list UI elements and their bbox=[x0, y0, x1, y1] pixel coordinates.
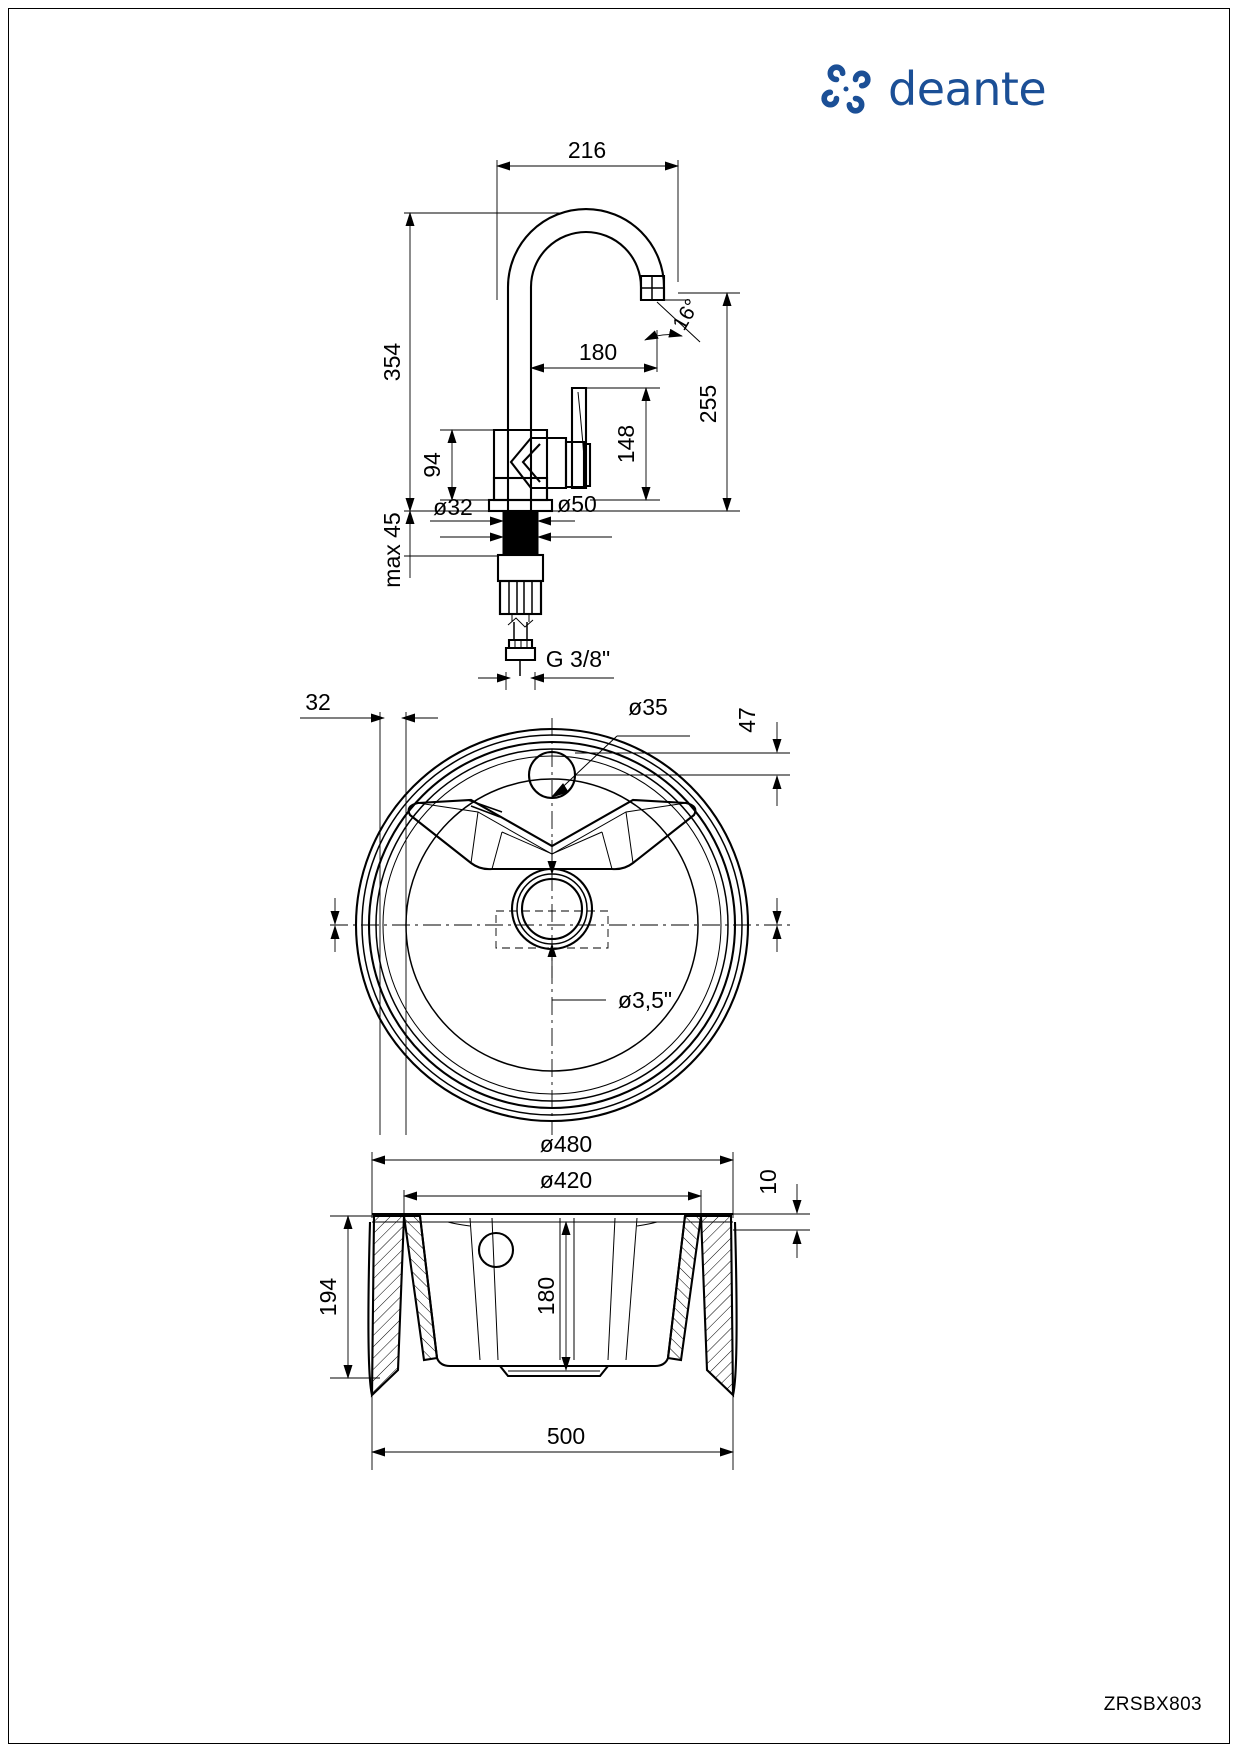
dim-10-label: 10 bbox=[755, 1169, 781, 1195]
dim-16deg-label: 16° bbox=[668, 295, 704, 334]
view-sink-top: 32 ø35 47 ø3,5" bbox=[300, 689, 790, 1135]
dim-o35inch-label: ø3,5" bbox=[618, 987, 672, 1013]
view-faucet-elevation: 216 354 180 16° 255 148 bbox=[379, 137, 740, 690]
dim-194-label: 194 bbox=[315, 1278, 341, 1317]
dim-216-label: 216 bbox=[568, 137, 606, 163]
dim-o50-label: ø50 bbox=[557, 491, 597, 517]
dim-47-label: 47 bbox=[734, 707, 760, 733]
dim-o35-label: ø35 bbox=[628, 694, 668, 720]
view-sink-section: ø480 ø420 10 194 180 500 bbox=[315, 1131, 810, 1470]
dim-o480-label: ø480 bbox=[540, 1131, 592, 1157]
dim-354-label: 354 bbox=[379, 343, 405, 382]
brand-logo: deante bbox=[818, 58, 1053, 120]
dim-180-bowl-label: 180 bbox=[533, 1277, 559, 1315]
dim-500-label: 500 bbox=[547, 1423, 585, 1449]
dim-g38-label: G 3/8" bbox=[546, 646, 610, 672]
dim-o32-label: ø32 bbox=[433, 494, 473, 520]
product-code: ZRSBX803 bbox=[1103, 1694, 1202, 1715]
sheet-border bbox=[8, 8, 1230, 1744]
dim-32-label: 32 bbox=[305, 689, 331, 715]
dim-max45-label: max 45 bbox=[379, 512, 405, 587]
dim-94-label: 94 bbox=[419, 452, 445, 478]
deante-pinwheel-logo-icon bbox=[821, 64, 871, 114]
brand-wordmark: deante bbox=[888, 62, 1047, 116]
dim-o420-label: ø420 bbox=[540, 1167, 592, 1193]
dim-148-label: 148 bbox=[613, 425, 639, 463]
dim-255-label: 255 bbox=[695, 385, 721, 423]
dim-180-spout-label: 180 bbox=[579, 339, 617, 365]
